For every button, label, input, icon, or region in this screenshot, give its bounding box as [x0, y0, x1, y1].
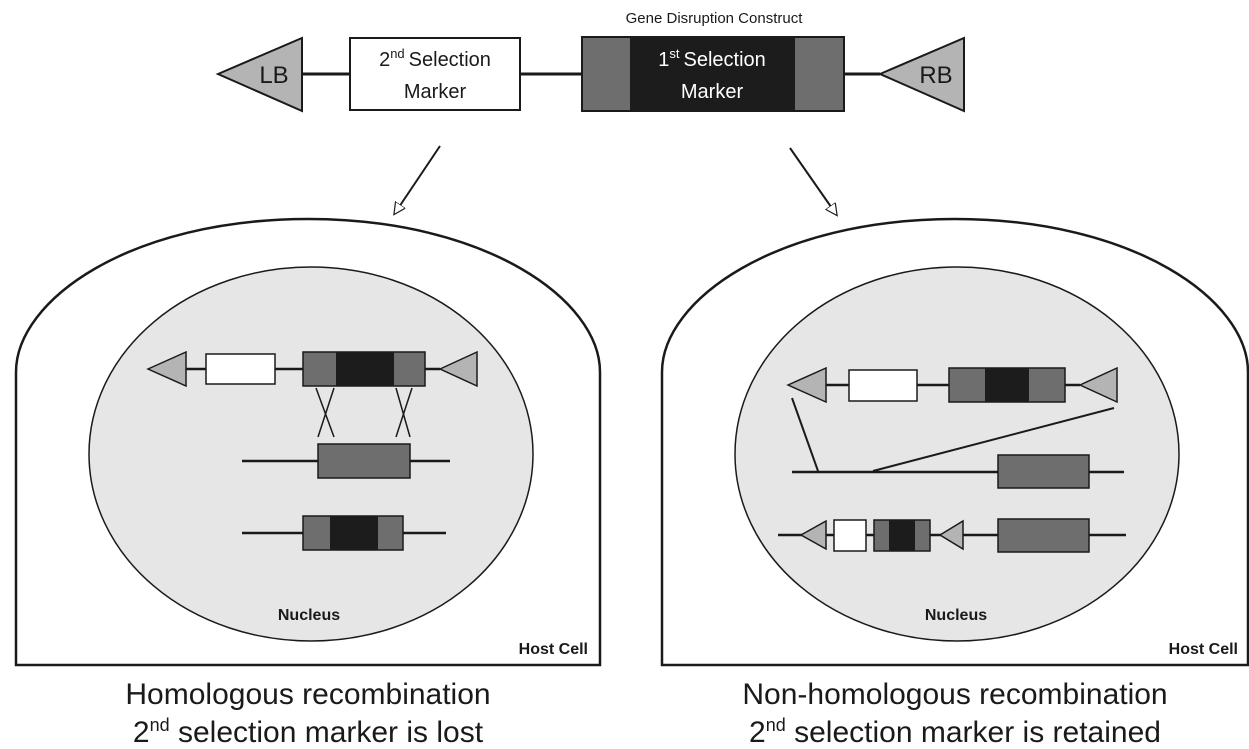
- left-host-cell: Nucleus Host Cell: [14, 217, 602, 667]
- left-inner-second-marker: [205, 353, 276, 385]
- left-inner-rb-triangle: [438, 350, 478, 388]
- right-host-cell: Nucleus Host Cell: [660, 217, 1249, 667]
- right-caption: Non-homologous recombination 2nd selecti…: [662, 680, 1248, 748]
- right-integrated-first-marker-core: [889, 520, 915, 551]
- right-integrated-target-gene: [997, 518, 1090, 553]
- first-selection-marker-core: [630, 37, 795, 111]
- arrow-to-right-cell: [789, 147, 836, 214]
- right-integrated-lb-triangle: [799, 519, 827, 551]
- crossover-line-3: [395, 387, 411, 438]
- right-caption-detail: 2nd selection marker is retained: [749, 715, 1161, 749]
- left-caption-title: Homologous recombination: [125, 678, 491, 711]
- left-target-gene: [317, 443, 411, 479]
- left-inner-lb-triangle: [146, 350, 187, 388]
- right-target-gene: [997, 454, 1090, 489]
- left-nucleus-label: Nucleus: [278, 607, 340, 624]
- right-inner-first-marker-core: [985, 368, 1029, 402]
- left-border-triangle: [215, 36, 303, 113]
- crossover-line-2: [317, 387, 335, 438]
- arrow-to-left-cell: [395, 145, 441, 213]
- crossover-line-1: [315, 387, 335, 438]
- right-nucleus: [734, 266, 1180, 642]
- second-marker-line2: Marker: [404, 81, 467, 103]
- integration-line-right: [872, 407, 1115, 472]
- right-host-cell-label: Host Cell: [1169, 641, 1238, 658]
- right-integrated-second-marker: [833, 519, 867, 552]
- integration-line-left: [791, 397, 819, 472]
- left-host-cell-label: Host Cell: [519, 641, 588, 658]
- left-caption: Homologous recombination 2nd selection m…: [16, 680, 600, 748]
- left-nucleus: [88, 266, 534, 642]
- right-caption-title: Non-homologous recombination: [742, 678, 1168, 711]
- right-inner-lb-triangle: [786, 366, 827, 404]
- right-integrated-rb-triangle: [938, 519, 964, 551]
- left-disrupted-gene-core: [330, 516, 378, 550]
- left-border-label: LB: [259, 62, 288, 89]
- crossover-line-4: [395, 387, 413, 438]
- first-marker-line2: Marker: [681, 81, 744, 103]
- right-nucleus-label: Nucleus: [925, 607, 987, 624]
- left-caption-detail: 2nd selection marker is lost: [132, 715, 484, 749]
- right-inner-rb-triangle: [1078, 366, 1118, 404]
- second-selection-marker-box: [349, 37, 521, 111]
- right-border-triangle: [877, 36, 965, 113]
- left-inner-first-marker-core: [336, 352, 394, 386]
- right-inner-second-marker: [848, 369, 918, 402]
- construct-title: Gene Disruption Construct: [626, 10, 804, 27]
- right-border-label: RB: [919, 62, 952, 89]
